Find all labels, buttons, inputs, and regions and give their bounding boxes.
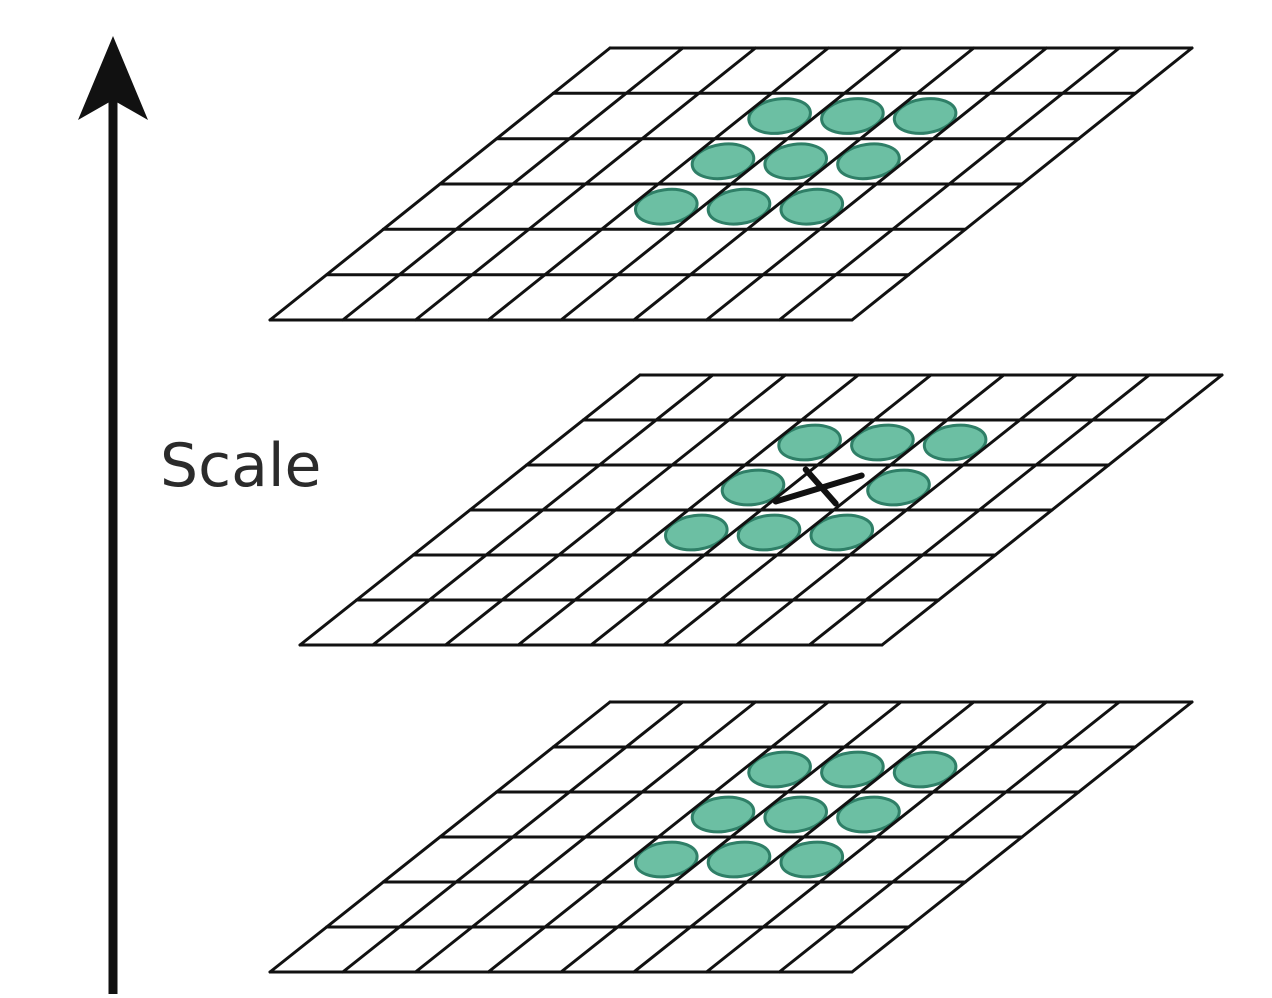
grid-column-line: [516, 373, 860, 647]
neighbor-blob: [690, 142, 756, 181]
neighbor-blob: [836, 795, 901, 834]
neighbor-blob: [690, 795, 756, 834]
x-mark-stroke: [802, 466, 839, 507]
neighbor-blob: [634, 840, 699, 879]
grid-column-line: [850, 46, 1194, 322]
neighbor-blob: [866, 468, 931, 507]
grid-column-line: [486, 46, 830, 322]
grid-column-line: [268, 46, 612, 322]
grid-column-line: [880, 373, 1224, 647]
scale-layers: [268, 46, 1224, 974]
grid-column-line: [850, 700, 1194, 974]
grid-column-line: [777, 46, 1121, 322]
grid-column-line: [632, 46, 976, 322]
layer-upper: [268, 46, 1194, 322]
neighbor-blob: [892, 97, 958, 135]
up-arrow-icon: [78, 36, 148, 994]
neighbor-blob: [634, 187, 699, 226]
grid-column-line: [559, 700, 903, 974]
scale-axis-arrowhead: [78, 36, 148, 120]
neighbor-blob: [720, 468, 786, 507]
neighbor-blob: [836, 142, 901, 181]
neighbor-blob: [820, 750, 885, 789]
neighbor-blob: [763, 795, 828, 834]
neighbor-blob: [777, 423, 842, 462]
grid-column-line: [559, 46, 903, 322]
neighbor-blob: [922, 423, 988, 462]
grid-column-line: [589, 373, 933, 647]
grid-column-line: [632, 700, 976, 974]
layer-middle: [298, 373, 1224, 647]
x-mark-icon: [772, 466, 865, 507]
grid-column-line: [735, 373, 1078, 647]
grid-column-line: [414, 46, 757, 322]
grid-column-line: [807, 373, 1151, 647]
neighbor-blob: [664, 513, 729, 552]
neighbor-blob: [747, 97, 812, 135]
neighbor-blob: [706, 187, 772, 226]
neighbor-blob: [747, 750, 812, 789]
grid-column-line: [777, 700, 1121, 974]
grid-column-line: [486, 700, 830, 974]
neighbor-blob: [850, 423, 915, 462]
neighbor-blob: [736, 513, 802, 552]
grid-column-line: [341, 700, 685, 974]
grid-column-line: [705, 700, 1048, 974]
neighbor-blob: [779, 840, 845, 879]
grid-column-line: [414, 700, 757, 974]
neighbor-blob: [892, 750, 958, 789]
neighbor-blob: [820, 97, 885, 135]
scale-axis-label: Scale: [160, 431, 322, 501]
grid-column-line: [705, 46, 1048, 322]
neighbor-blob: [763, 142, 828, 181]
neighbor-blob: [706, 840, 772, 879]
neighbor-blob: [779, 187, 845, 226]
grid-column-line: [662, 373, 1006, 647]
grid-column-line: [341, 46, 685, 322]
grid-column-line: [371, 373, 715, 647]
grid-column-line: [268, 700, 612, 974]
layer-lower: [268, 700, 1194, 974]
grid-column-line: [298, 373, 642, 647]
neighbor-blob: [809, 513, 875, 552]
grid-column-line: [444, 373, 787, 647]
